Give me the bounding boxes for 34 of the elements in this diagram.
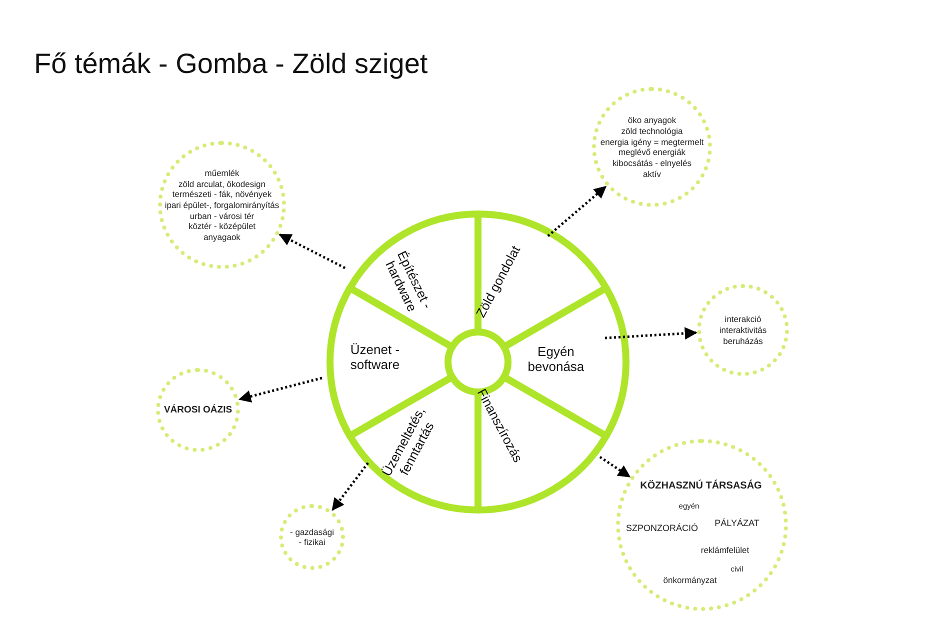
circle-text: zöld arculat, ökodesign: [178, 178, 266, 189]
circle-text: urban - városi tér: [190, 210, 254, 221]
circle-text: meglévő energiák: [618, 147, 686, 158]
circle-text: kibocsátás - elnyelés: [612, 158, 692, 168]
circle-text: reklámfelület: [700, 545, 750, 555]
circle-text: PÁLYÁZAT: [714, 518, 760, 528]
diagram-title: Fő témák - Gomba - Zöld sziget: [34, 48, 428, 80]
dotted-arrow: [332, 462, 369, 511]
circle-text: anyagaok: [204, 232, 240, 242]
circle-text: zöld technológia: [621, 126, 683, 136]
dotted-arrow: [599, 456, 631, 478]
circle-text: beruházás: [723, 336, 763, 346]
circle-text: aktív: [643, 168, 661, 179]
circle-text: interakció: [724, 314, 762, 324]
dotted-arrow: [604, 327, 698, 340]
circle-text: köztér - középület: [188, 221, 256, 232]
dotted-arrow: [238, 376, 322, 402]
wheel-segment: [474, 373, 610, 514]
segment-label: Üzenet - software: [349, 342, 401, 372]
circle-text: energia igény = megtermelt: [600, 136, 704, 147]
circle-text: önkormányzat: [663, 575, 717, 585]
circle-text: KÖZHASZNÚ TÁRSASÁG: [640, 480, 762, 492]
dotted-arrow: [547, 186, 607, 237]
dotted-arrow: [278, 234, 346, 270]
circle-text: természeti - fák, növények: [172, 189, 272, 200]
circle-text: öko anyagok: [628, 115, 676, 126]
circle-text: VÁROSI OÁZIS: [164, 404, 232, 416]
circle-text: ipari épület-, forgalomirányítás: [164, 200, 280, 210]
circle-text: - fizikai: [298, 537, 326, 548]
circle-text: SZPONZORÁCIÓ: [626, 523, 698, 533]
circle-text: műemlék: [204, 168, 240, 178]
circle-text: - gazdasági: [290, 526, 334, 537]
circle-text: interaktivitás: [719, 325, 767, 335]
segment-label: Egyén bevonása: [526, 344, 586, 374]
